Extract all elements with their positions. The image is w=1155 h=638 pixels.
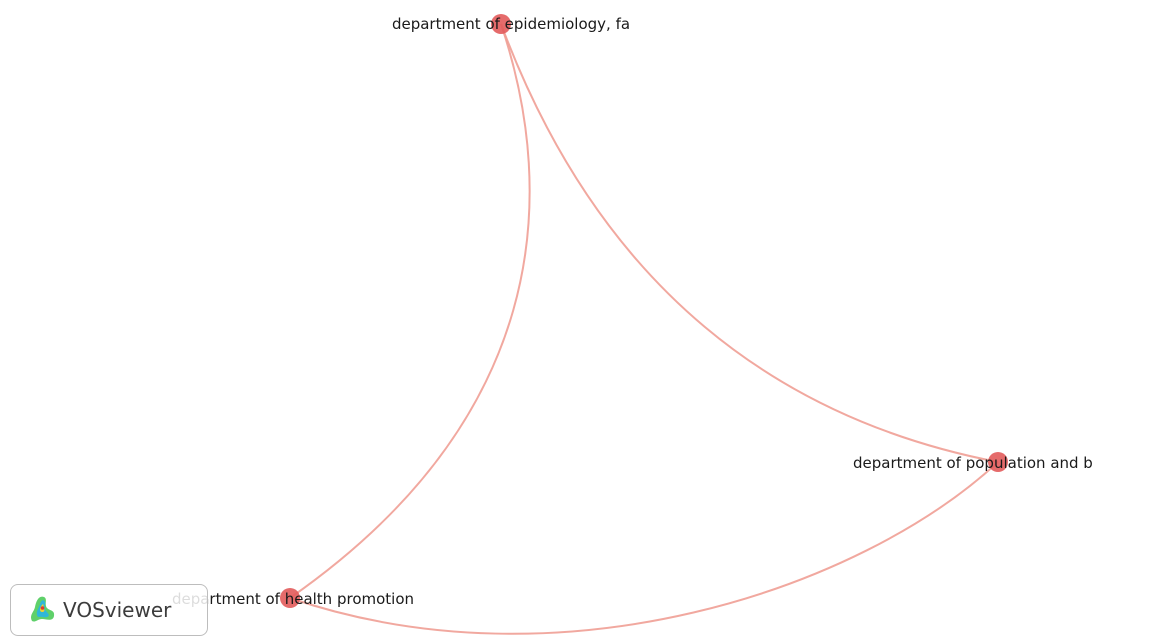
node-health-promotion[interactable] <box>280 588 300 608</box>
edge-epidemiology-health-promotion <box>289 23 531 599</box>
vosviewer-badge: VOSviewer <box>10 584 208 636</box>
edge-health-promotion-population <box>289 461 999 635</box>
node-label-population[interactable]: department of population and b <box>853 454 1093 472</box>
node-population[interactable] <box>988 452 1008 472</box>
node-label-health-promotion[interactable]: department of health promotion <box>172 590 414 608</box>
node-label-epidemiology[interactable]: department of epidemiology, fa <box>392 15 630 33</box>
node-epidemiology[interactable] <box>491 14 511 34</box>
edge-epidemiology-population <box>500 23 999 463</box>
vosviewer-logo-icon <box>29 593 55 628</box>
vosviewer-brand-name: VOSviewer <box>63 598 172 622</box>
